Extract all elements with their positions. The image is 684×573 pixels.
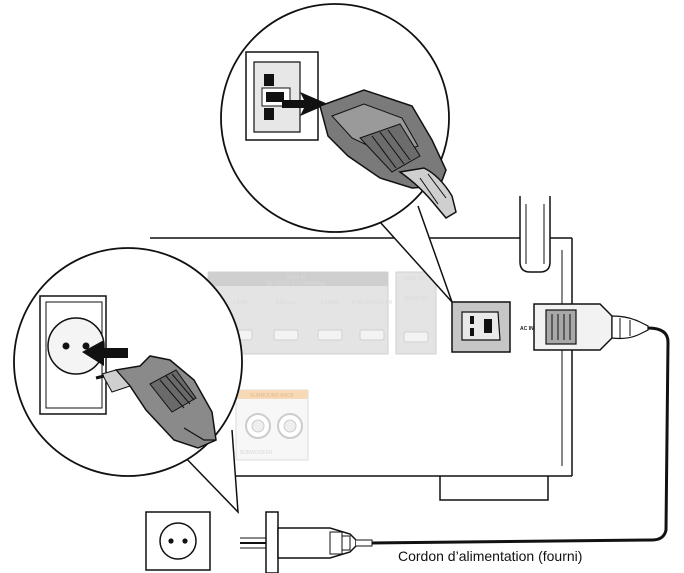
hdmi-input-label: 4 MEDIA PLAYER (352, 300, 393, 306)
hdmi-input-block: HDMI IN 4K / HDCP 2.2 Compatible 1 DVD 2… (207, 271, 393, 355)
hdmi-port (403, 331, 429, 343)
hdmi-port (317, 329, 343, 341)
ac-in-label: AC IN (520, 326, 534, 332)
power-cable (371, 326, 670, 545)
hdmi-output-block: HDMI OUT MONITOR (395, 271, 437, 355)
ac-inlet-icon: AC IN (451, 301, 534, 353)
surround-back-block: SURROUND BACK SUBWOOFER (235, 389, 309, 461)
hdmi-port (273, 329, 299, 341)
zoom-callout-inlet (220, 3, 457, 303)
hdmi-input-label: 2 Blu-ray (276, 300, 297, 306)
hdmi-input-label: 3 GAME (321, 300, 341, 306)
hdmi-group-label: HDMI IN (286, 275, 306, 281)
hdmi-port (359, 329, 385, 341)
arrow-icon (282, 92, 328, 116)
terminal (251, 419, 265, 433)
antenna (519, 196, 551, 273)
arrow-icon (82, 340, 128, 366)
wall-socket-icon (145, 511, 211, 571)
power-cord-caption: Cordon d’alimentation (fourni) (398, 548, 583, 564)
iec-plug-right (533, 303, 649, 351)
terminal (283, 419, 297, 433)
surround-back-label: SURROUND BACK (250, 393, 295, 399)
receiver-rear-panel: HDMI IN 4K / HDCP 2.2 Compatible 1 DVD 2… (150, 196, 573, 501)
wall-plug-bottom (240, 511, 373, 573)
subwoofer-label: SUBWOOFER (240, 450, 273, 456)
hdmi-input-label: 1 DVD (233, 300, 248, 306)
hdmi-out-sublabel: MONITOR (404, 296, 428, 302)
zoom-callout-socket (13, 247, 243, 515)
power-plug-icon (319, 89, 457, 219)
hdmi-group-sublabel: 4K / HDCP 2.2 Compatible (266, 281, 326, 287)
ac-inlet-icon (245, 51, 319, 141)
power-plug-icon (95, 355, 217, 449)
hdmi-out-label: HDMI OUT (404, 276, 429, 282)
